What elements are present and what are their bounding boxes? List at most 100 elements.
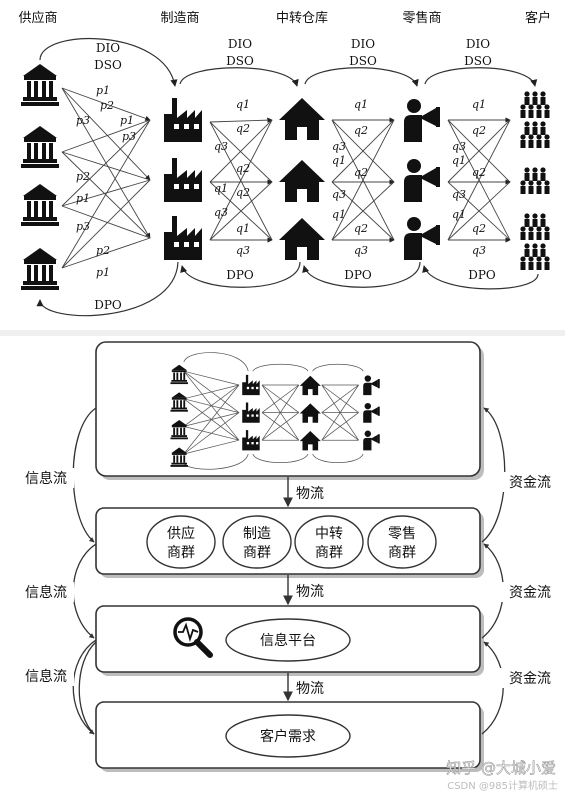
svg-text:q2: q2 [472,124,486,137]
svg-text:p2: p2 [96,244,110,257]
supplier-bank-icon [21,64,59,106]
svg-text:DPO: DPO [344,268,372,282]
svg-text:DSO: DSO [226,54,254,68]
svg-text:q1: q1 [452,208,466,221]
svg-text:p1: p1 [120,114,134,127]
stage-label-retailer: 零售商 [402,10,441,26]
retailer-group-oval [367,515,437,569]
svg-text:p2: p2 [100,99,114,112]
q-labels: q1 q2 q3 q1 q2 q3 q1 q2 q3 q1 q2 q3 q1 q… [214,98,486,257]
info-flow-label: 信息流 [25,470,67,487]
watermark-csdn: CSDN @985计算机硕士 [447,779,558,792]
svg-text:q2: q2 [236,162,250,175]
supplier-group-oval [146,515,216,569]
svg-text:q3: q3 [452,188,466,201]
svg-text:p3: p3 [76,114,90,127]
group-label: 商群 [388,545,416,561]
group-label: 制造 [243,526,271,542]
svg-text:q3: q3 [354,244,368,257]
svg-text:q1: q1 [332,208,346,221]
svg-text:p1: p1 [96,84,110,97]
svg-text:DPO: DPO [226,268,254,282]
customer-people-icon [520,121,550,148]
svg-text:q2: q2 [472,166,486,179]
svg-text:p1: p1 [96,266,110,279]
logistics-flow-label: 物流 [296,681,324,697]
demand-label: 客户需求 [260,728,316,745]
group-label: 零售 [388,526,416,542]
retailer-megaphone-icon [404,99,440,142]
svg-text:p3: p3 [122,130,136,143]
group-label: 供应 [167,525,195,542]
svg-text:q1: q1 [236,222,250,235]
supplier-links [61,87,151,269]
group-label: 商群 [243,545,271,561]
svg-text:DIO: DIO [228,37,252,51]
logistics-flow-label: 物流 [296,584,324,600]
stage-label-customer: 客户 [525,10,551,26]
monitor-search-icon [173,617,213,658]
warehouse-group-oval [294,515,364,569]
platform-label: 信息平台 [260,632,316,649]
retailer-links [447,117,511,243]
network-box [95,341,481,477]
svg-text:p1: p1 [76,192,90,205]
section-divider [0,330,565,336]
mini-network [170,352,380,470]
customer-people-icon [520,213,550,240]
retailer-megaphone-icon [404,159,440,202]
info-flow-label: 信息流 [25,584,67,601]
svg-text:q1: q1 [354,98,368,111]
svg-text:q2: q2 [354,222,368,235]
svg-text:DIO: DIO [96,41,120,55]
svg-text:q3: q3 [472,244,486,257]
customer-people-icon [520,91,550,118]
logistics-flow-label: 物流 [296,486,324,502]
demand-oval [225,714,351,758]
svg-text:q3: q3 [452,140,466,153]
svg-text:q2: q2 [354,166,368,179]
svg-text:DPO: DPO [94,298,122,312]
svg-text:q2: q2 [236,186,250,199]
factory-icon [164,158,202,202]
svg-text:q2: q2 [472,222,486,235]
supply-chain-network: 供应商 制造商 中转仓库 零售商 客户 DIO DSO DIO DSO DIO … [18,10,551,317]
svg-text:q1: q1 [332,154,346,167]
svg-text:DIO: DIO [351,37,375,51]
warehouse-links [331,117,395,243]
info-flow-label: 信息流 [25,668,67,685]
svg-text:q2: q2 [354,124,368,137]
factory-icon [164,98,202,142]
group-label: 商群 [167,545,195,561]
warehouse-house-icon [279,98,325,140]
p-labels: p1 p2 p3 p1 p3 p2 p1 p3 p2 p1 [76,84,136,279]
svg-text:p3: p3 [76,220,90,233]
svg-text:q3: q3 [332,188,346,201]
dpo-labels: DPO DPO DPO DPO [94,268,496,312]
dio-dso-labels: DIO DSO DIO DSO DIO DSO DIO DSO [94,37,492,72]
warehouse-house-icon [279,218,325,260]
warehouse-house-icon [279,160,325,202]
svg-text:q3: q3 [214,140,228,153]
svg-text:q1: q1 [472,98,486,111]
svg-text:DSO: DSO [94,58,122,72]
platform-oval [225,618,351,662]
customer-people-icon [520,243,550,270]
svg-text:q3: q3 [332,140,346,153]
svg-text:DSO: DSO [464,54,492,68]
capital-flow-label: 资金流 [509,475,551,491]
retailer-megaphone-icon [404,217,440,260]
group-label: 商群 [315,545,343,561]
stage-label-warehouse: 中转仓库 [276,10,328,26]
watermark-zhihu: 知乎 @大城小爱 [446,759,556,777]
svg-text:p2: p2 [76,170,90,183]
stage-label-manufacturer: 制造商 [160,11,199,26]
framework-diagram: 供应 商群 制造 商群 中转 商群 零售 商群 信息平台 客户需求 物流 物流 … [18,341,560,792]
manufacturer-links [209,117,273,243]
svg-text:q2: q2 [236,122,250,135]
supplier-bank-icon [21,184,59,226]
supplier-bank-icon [21,126,59,168]
svg-text:q1: q1 [214,182,228,195]
group-label: 中转 [315,526,343,542]
svg-text:DSO: DSO [349,54,377,68]
